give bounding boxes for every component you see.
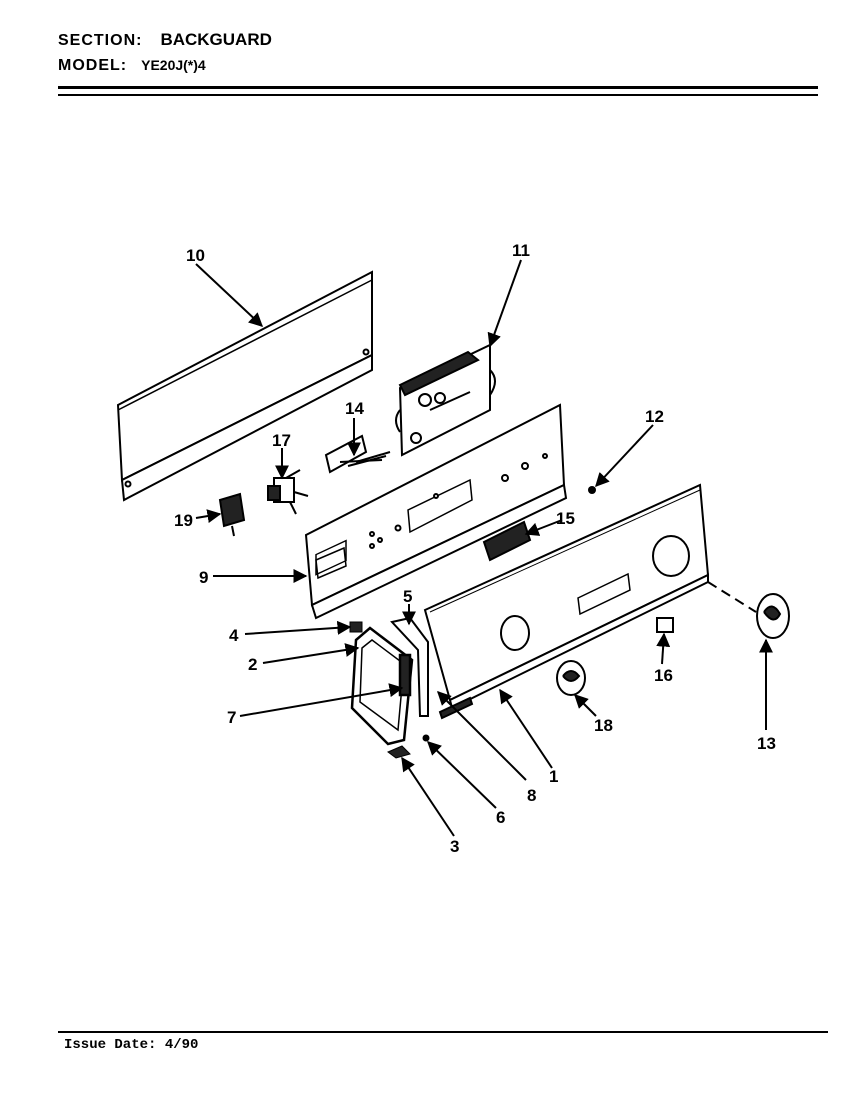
part-11-clock-timer — [395, 343, 496, 457]
part-15-push-button — [482, 520, 532, 562]
part-2-end-cap — [350, 626, 414, 746]
callout-2: 2 — [248, 655, 257, 674]
callout-10: 10 — [186, 246, 205, 265]
callout-labels: 10 11 12 14 17 19 15 9 5 4 2 7 8 1 6 3 1… — [174, 241, 776, 856]
part-18-knob — [556, 660, 586, 696]
part-14-terminal-block — [324, 434, 391, 474]
callout-19: 19 — [174, 511, 193, 530]
part-10-rear-panel — [116, 270, 373, 502]
model-label: MODEL: — [58, 57, 128, 74]
part-12-screw — [588, 486, 596, 494]
part-4-bumper — [349, 621, 363, 633]
model-heading: MODEL: YE20J(*)4 — [58, 57, 206, 75]
header-rule-top — [58, 86, 818, 89]
header-rule-bottom — [58, 94, 818, 96]
part-6-screw — [422, 734, 430, 742]
part-13-knob — [756, 593, 790, 639]
callout-9: 9 — [199, 568, 208, 587]
part-17-switch — [267, 469, 309, 515]
callout-14: 14 — [345, 399, 364, 418]
callout-12: 12 — [645, 407, 664, 426]
leader-lines — [195, 259, 773, 837]
callout-16: 16 — [654, 666, 673, 685]
callout-6: 6 — [496, 808, 505, 827]
section-value: BACKGUARD — [160, 30, 272, 49]
callout-11: 11 — [512, 241, 530, 260]
section-heading: SECTION: BACKGUARD — [58, 30, 272, 50]
callout-17: 17 — [272, 431, 291, 450]
callout-4: 4 — [229, 626, 239, 645]
section-label: SECTION: — [58, 32, 143, 49]
part-9-control-panel — [304, 403, 568, 620]
footer-rule — [58, 1031, 828, 1033]
callout-1: 1 — [549, 767, 558, 786]
callout-18: 18 — [594, 716, 613, 735]
issue-date: Issue Date: 4/90 — [64, 1037, 199, 1053]
callout-3: 3 — [450, 837, 459, 856]
part-3-clip — [387, 745, 411, 759]
callout-7: 7 — [227, 708, 236, 727]
part-16-switch — [656, 617, 674, 633]
callout-13: 13 — [757, 734, 776, 753]
model-value: YE20J(*)4 — [141, 57, 206, 73]
callout-15: 15 — [556, 509, 575, 528]
callout-5: 5 — [403, 587, 412, 606]
callout-8: 8 — [527, 786, 536, 805]
part-19-rocker-switch — [218, 492, 246, 537]
